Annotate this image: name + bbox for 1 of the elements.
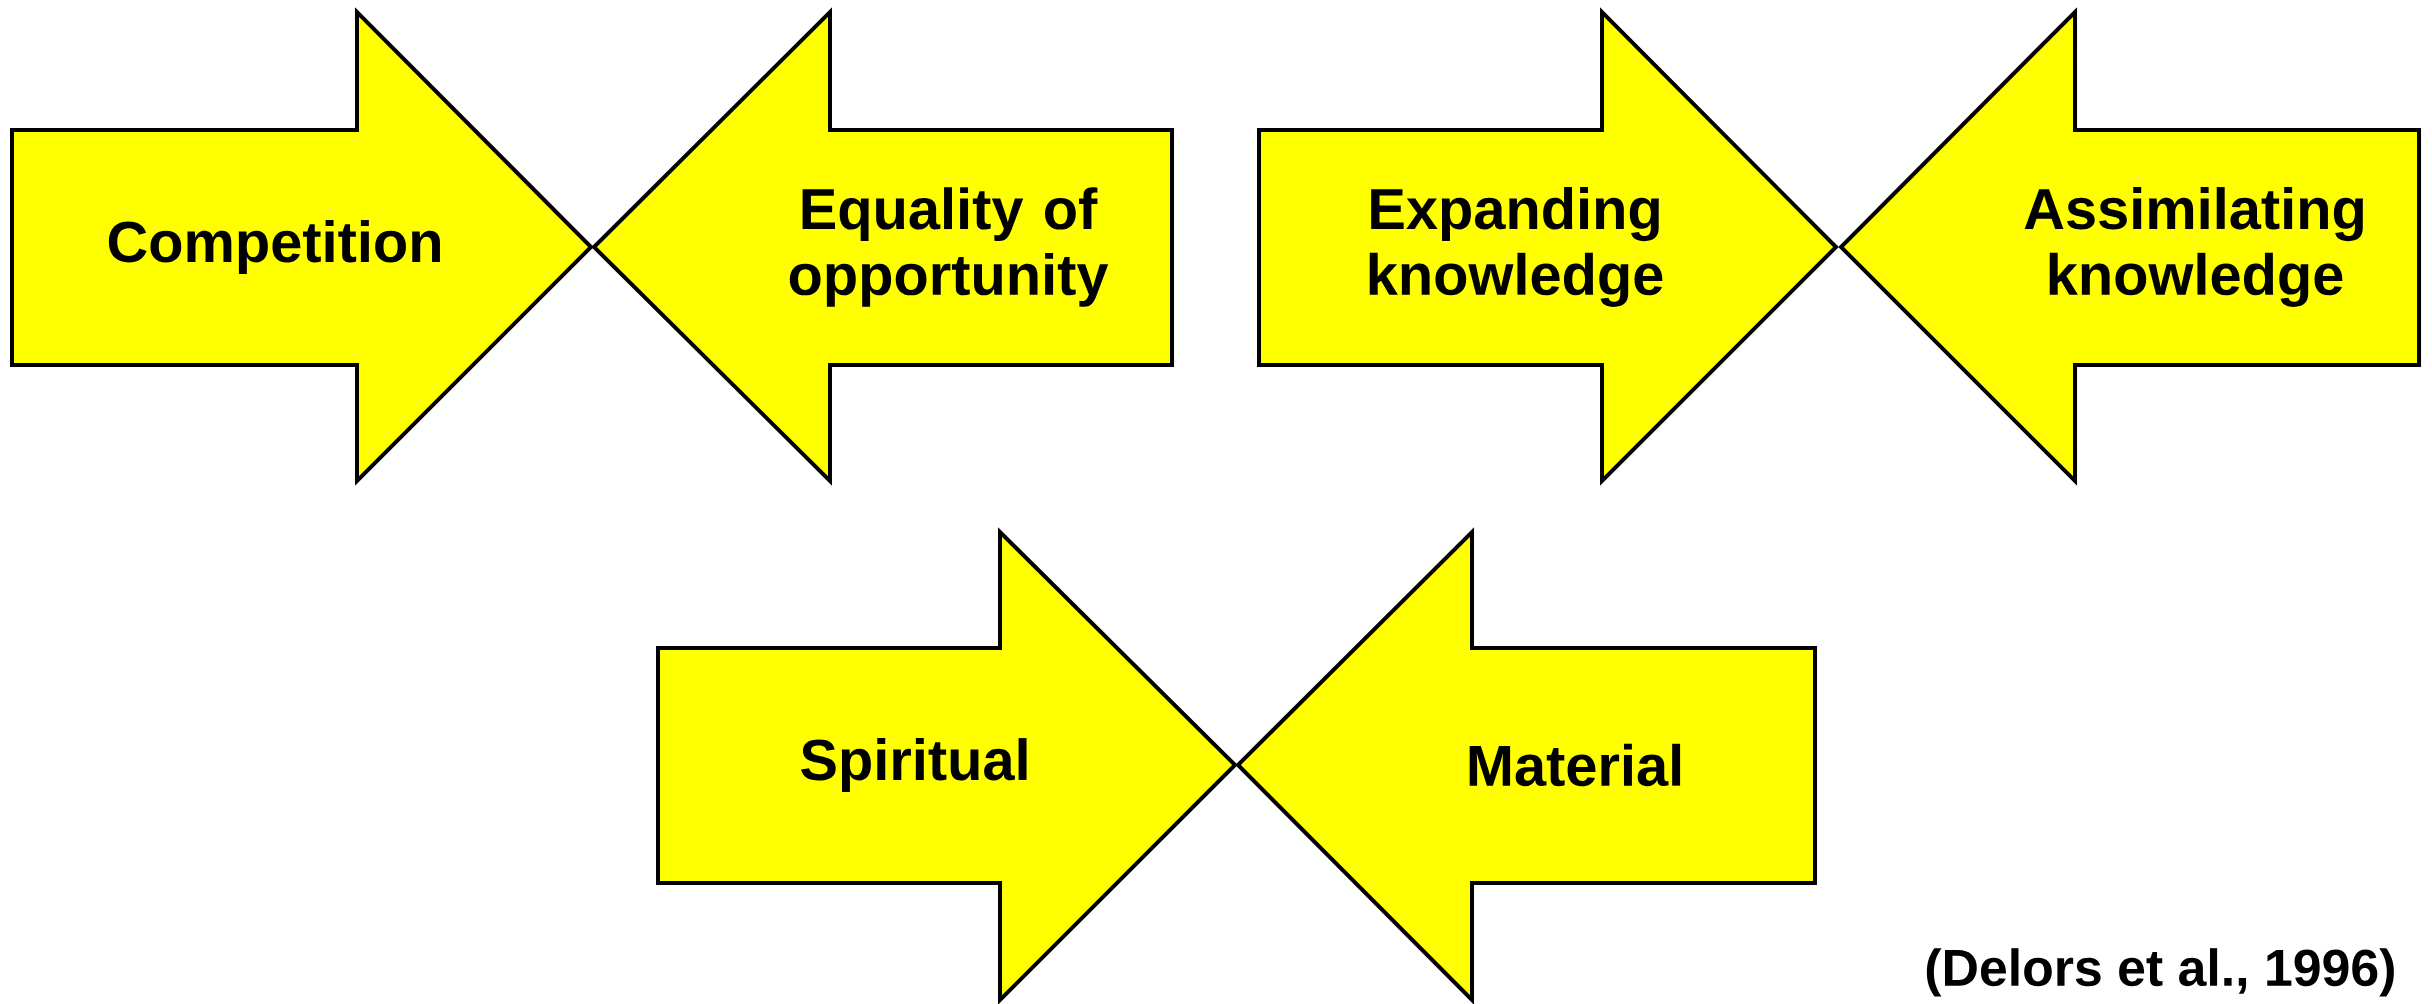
citation: (Delors et al., 1996) xyxy=(1926,948,2394,997)
